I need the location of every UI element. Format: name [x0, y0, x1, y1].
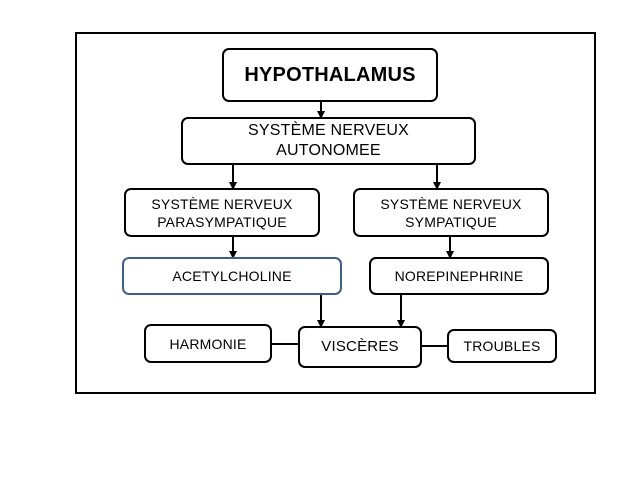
node-viscera-label: VISCÈRES: [321, 338, 399, 355]
node-parasympathetic-system: SYSTÈME NERVEUX PARASYMPATIQUE: [124, 188, 320, 237]
node-autonomic-nervous-system: SYSTÈME NERVEUX AUTONOMEE: [181, 117, 476, 165]
node-disorders-label: TROUBLES: [463, 338, 541, 354]
node-viscera: VISCÈRES: [298, 326, 422, 368]
node-acetylcholine-label: ACETYLCHOLINE: [172, 268, 292, 284]
node-norepinephrine-label: NOREPINEPHRINE: [394, 268, 524, 284]
node-autonomic-label-line1: SYSTÈME NERVEUX: [248, 122, 409, 139]
node-parasympathetic-label-line1: SYSTÈME NERVEUX: [151, 195, 293, 212]
node-hypothalamus: HYPOTHALAMUS: [222, 48, 438, 102]
node-sympathetic-label-line1: SYSTÈME NERVEUX: [380, 195, 522, 212]
diagram-frame: [75, 32, 596, 394]
node-sympathetic-label-line2: SYMPATIQUE: [405, 213, 497, 230]
node-harmony-label: HARMONIE: [169, 335, 247, 352]
node-disorders: TROUBLES: [447, 329, 557, 363]
node-autonomic-label-line2: AUTONOMEE: [276, 142, 381, 159]
node-parasympathetic-label-line2: PARASYMPATIQUE: [157, 213, 287, 230]
node-hypothalamus-label: HYPOTHALAMUS: [244, 64, 416, 86]
node-sympathetic-system: SYSTÈME NERVEUX SYMPATIQUE: [353, 188, 549, 237]
node-norepinephrine: NOREPINEPHRINE: [369, 257, 549, 295]
node-acetylcholine: ACETYLCHOLINE: [122, 257, 342, 295]
node-harmony: HARMONIE: [144, 324, 272, 363]
